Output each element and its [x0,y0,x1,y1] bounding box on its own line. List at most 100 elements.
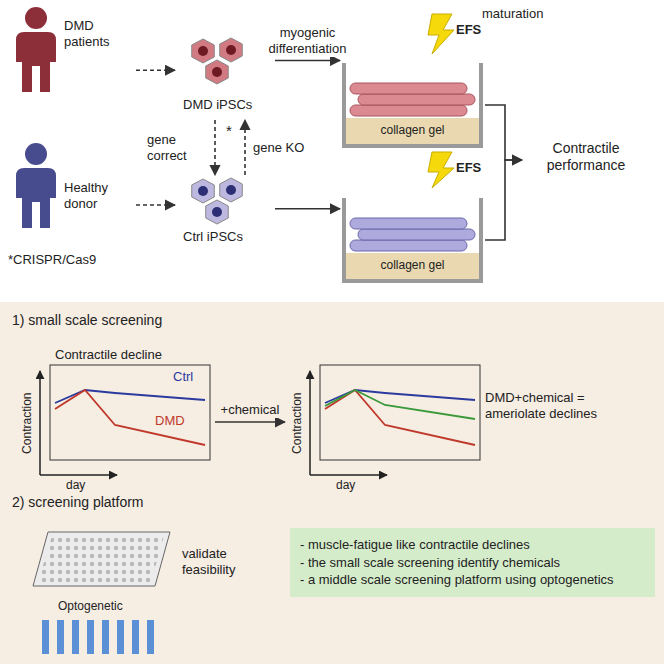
node-text: DMD patients [64,18,134,49]
chart-art [285,345,485,485]
person-head [25,143,47,165]
efs-bolt [428,152,454,188]
chart-art [15,345,215,485]
connector-label: myogenic differentiation [258,25,357,56]
axis [40,474,117,476]
nucleus [198,46,208,56]
annotation: *CRISPR/Cas9 [8,252,96,268]
annotation: 1) small scale screening [12,312,162,329]
cell [206,200,229,224]
annotation: day [66,478,85,492]
summary-box: - muscle-fatigue like contractile declin… [290,528,655,597]
person-figure: Healthy donor [8,140,136,240]
well-art [340,190,485,290]
annotation: EFS [456,160,481,176]
node-text: - a middle scale screening platform usin… [300,572,645,588]
nucleus [198,186,208,196]
connector [485,105,522,160]
myotube [350,83,467,94]
data-line [55,390,205,445]
annotation: EFS [456,22,481,38]
data-line [325,390,475,419]
annotation: validate feasibility [182,546,277,577]
cell-cluster: Ctrl iPSCs [175,175,275,250]
nucleus [212,67,222,77]
node-text: Contractile performance [522,140,650,174]
node-text: - the small scale screening identify che… [300,555,645,571]
connector [275,208,340,210]
annotation: 2) screening platform [12,494,144,511]
light-bar [132,620,139,654]
node-text: DMD iPSCs [183,97,273,113]
connector [215,421,285,423]
line-chart: Contractile declineCtrlDMD [15,345,215,485]
connector [136,204,175,206]
myotube [350,218,467,229]
node-text: Ctrl [173,369,193,385]
connector-label: gene KO [251,140,306,156]
light-bar [87,620,94,654]
nucleus [226,45,236,55]
culture-well: collagen gel [340,190,485,290]
light-bar [117,620,124,654]
connector [136,69,175,71]
light-bar [57,620,64,654]
axis [39,371,41,475]
node-text: DMD+chemical = ameriolate declines [485,390,635,421]
outcome-text: Contractile performance [522,138,650,182]
connector [214,120,216,175]
node-text: collagen gel [340,123,485,137]
node-text: Contractile decline [55,347,210,363]
light-bar [42,620,49,654]
annotation: Contraction [291,392,305,453]
annotation: Optogenetic [58,599,123,613]
annotation: day [336,478,355,492]
myotube [358,229,475,240]
lower-panel [0,302,664,664]
data-line [55,390,205,403]
node-text: Ctrl iPSCs [183,229,273,245]
cell [220,38,243,62]
nucleus [226,185,236,195]
annotation: * [226,122,232,140]
node-text: DMD [155,413,185,429]
node-text: collagen gel [340,258,485,272]
myotube [350,240,467,251]
data-line [325,390,475,403]
cell [192,39,215,63]
person-body [16,168,56,228]
light-bar [102,620,109,654]
connector [275,60,340,62]
connector-label: +chemical [219,402,282,418]
node-text: - muscle-fatigue like contractile declin… [300,537,645,553]
well-plate [33,532,170,586]
connector-label: gene correct [145,132,209,163]
chart-frame [320,365,480,460]
annotation: Contraction [21,392,35,453]
axis [310,474,387,476]
node-text: Healthy donor [64,180,134,211]
light-bars [42,620,154,654]
light-bar [147,620,154,654]
nucleus [212,207,222,217]
person-head [25,7,47,29]
cell [206,60,229,84]
person-body [16,32,56,92]
connector [244,120,246,175]
well-art [340,55,485,155]
annotation: maturation [482,6,543,22]
data-line [325,390,475,445]
plate-wells [38,536,164,582]
person-art [8,4,136,96]
chart-frame [50,365,210,460]
cell [220,178,243,202]
light-bar [72,620,79,654]
person-figure: DMD patients [8,4,136,96]
culture-well: collagen gel [340,55,485,155]
line-chart: DMD+chemical = ameriolate declines [285,345,485,485]
axis [309,371,311,475]
myotube [358,94,475,105]
connector [485,160,522,240]
efs-bolt [428,14,454,54]
